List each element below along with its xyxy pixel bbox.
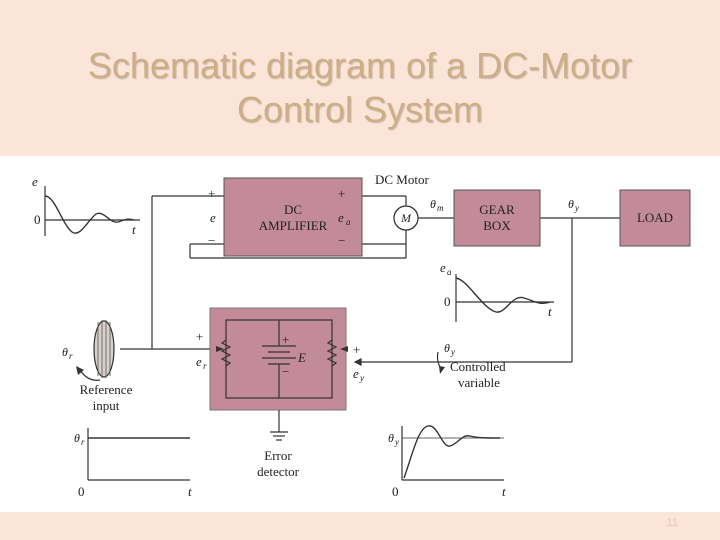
theta-r-label: θ (62, 345, 68, 359)
graph-e-axis-label: e (32, 174, 38, 189)
graph-theta-y-zero: 0 (392, 484, 399, 499)
detector-plus-right: + (353, 342, 360, 357)
dc-motor-label: DC Motor (375, 172, 429, 187)
amp-output-plus: + (338, 186, 345, 201)
controlled-variable-label-2: variable (458, 375, 500, 390)
graph-theta-r-sub: r (81, 437, 85, 447)
theta-m-sub: m (437, 203, 444, 213)
graph-theta-y-sub: y (394, 437, 399, 447)
graph-ea-t: t (548, 304, 552, 319)
gear-box-block (453, 189, 541, 247)
amp-input-e: e (210, 210, 216, 225)
slide-title: Schematic diagram of a DC-Motor Control … (0, 44, 720, 132)
load-block (619, 189, 691, 247)
dc-amplifier-label-1: DC (284, 202, 302, 217)
footer-band: 11 (0, 512, 720, 540)
graph-e-zero: 0 (34, 212, 41, 227)
dc-amplifier-label-2: AMPLIFIER (259, 218, 328, 233)
graph-theta-r-zero: 0 (78, 484, 85, 499)
amp-output-ea: e (338, 210, 344, 225)
er-sub: r (203, 361, 207, 371)
graph-ea-zero: 0 (444, 294, 451, 309)
amp-input-plus: + (208, 186, 215, 201)
motor-symbol: M (400, 211, 412, 225)
graph-theta-r-t: t (188, 484, 192, 499)
theta-y-feedback-sub: y (450, 347, 455, 357)
er-label: e (196, 354, 202, 369)
reference-input-label-1: Reference (80, 382, 133, 397)
reference-input-label-2: input (93, 398, 120, 413)
graph-e-t: t (132, 222, 136, 237)
gear-box-label-1: GEAR (479, 202, 515, 217)
reference-wiper-arrow (216, 346, 224, 352)
title-band: Schematic diagram of a DC-Motor Control … (0, 0, 720, 156)
error-detector-label-1: Error (264, 448, 292, 463)
page-number: 11 (666, 517, 678, 529)
theta-y-sub: y (574, 203, 579, 213)
battery-E: E (297, 350, 306, 365)
error-detector-block (209, 307, 347, 411)
load-label: LOAD (637, 210, 673, 225)
graph-ea-sub: a (447, 267, 452, 277)
gear-box-label-2: BOX (483, 218, 511, 233)
feedback-wiper-arrow (340, 346, 348, 352)
detector-plus-left: + (196, 329, 203, 344)
error-signal-graph (44, 186, 140, 236)
reference-step-graph (87, 428, 190, 481)
output-response-graph (401, 425, 504, 481)
graph-theta-r-axis-label: θ (74, 431, 80, 445)
armature-voltage-graph (455, 274, 554, 322)
theta-m-label: θ (430, 197, 436, 211)
ey-label: e (353, 366, 359, 381)
amp-input-minus: − (208, 233, 215, 248)
graph-ea-axis-label: e (440, 260, 446, 275)
battery-minus: − (282, 364, 289, 379)
slide-title-line1: Schematic diagram of a DC-Motor (87, 45, 633, 86)
graph-theta-y-axis-label: θ (388, 431, 394, 445)
graph-theta-y-t: t (502, 484, 506, 499)
dc-motor-schematic: DC AMPLIFIER M DC Motor GEAR BOX LOAD + … (32, 172, 691, 499)
battery-plus: + (282, 332, 289, 347)
theta-y-label: θ (568, 197, 574, 211)
error-detector-label-2: detector (257, 464, 300, 479)
feedback-arrowhead (353, 358, 362, 366)
dc-amplifier-block (223, 177, 363, 257)
ey-sub: y (359, 373, 364, 383)
controlled-arrow-head (439, 366, 445, 374)
reference-knob-icon (76, 320, 115, 381)
theta-y-feedback-label: θ (444, 341, 450, 355)
amp-output-minus: − (338, 233, 345, 248)
motor-icon (393, 205, 419, 231)
theta-r-sub: r (69, 351, 73, 361)
slide-title-line2: Control System (236, 89, 484, 130)
error-detector-circuit (220, 319, 338, 441)
amp-output-ea-sub: a (346, 217, 351, 227)
controlled-variable-label-1: Controlled (450, 359, 506, 374)
